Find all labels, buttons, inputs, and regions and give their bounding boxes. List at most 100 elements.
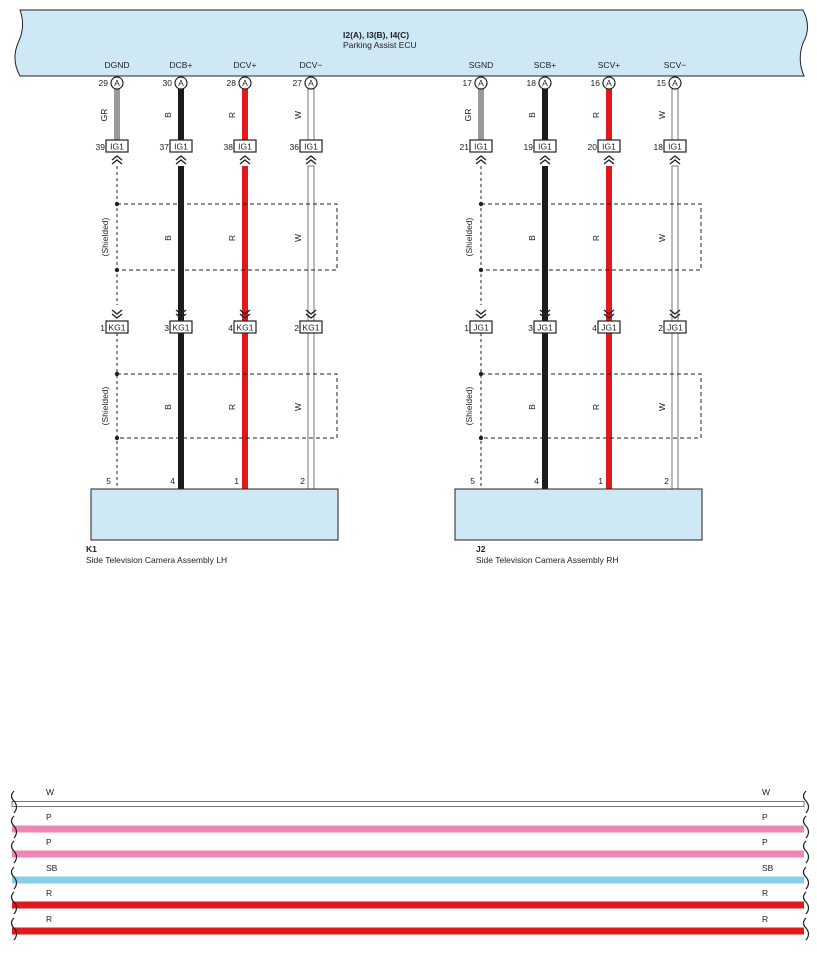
wire-color-mid-lh-3: W (293, 234, 303, 242)
ig-connector-lh-1 (169, 139, 193, 153)
bus-break-left-5 (10, 917, 18, 941)
ig-pin-rh-1: 19 (524, 142, 534, 152)
ecu-connector-letter-lh-0: A (114, 78, 120, 88)
camera-pin-lh-1: 4 (170, 476, 175, 486)
shield-box-rh-1 (481, 373, 702, 439)
ecu-connector-rh-0 (474, 76, 488, 90)
camera-pin-lh-0: 5 (106, 476, 111, 486)
mid-connector-lh-2 (233, 320, 257, 334)
mid-chevron-rh-0 (475, 309, 487, 319)
bus-label-left-0: W (46, 787, 54, 797)
bus-wire-4 (12, 901, 804, 909)
camera-code-rh: J2 (476, 544, 486, 554)
ecu-connector-rh-2 (602, 76, 616, 90)
bus-break-right-5 (802, 917, 810, 941)
mid-pin-rh-3: 2 (658, 323, 663, 333)
signal-label-lh-2: DCV+ (234, 60, 257, 70)
ig-pin-lh-2: 38 (224, 142, 234, 152)
shield-layer: (Shielded)(Shielded)(Shielded)(Shielded) (100, 201, 702, 441)
bus-break-left-0 (10, 790, 18, 814)
ecu-connector-letter-lh-2: A (242, 78, 248, 88)
camera-name-rh: Side Television Camera Assembly RH (476, 555, 619, 565)
bus-break-right-1 (802, 815, 810, 839)
camera-name-lh: Side Television Camera Assembly LH (86, 555, 227, 565)
wire-mid-rh-1 (542, 166, 548, 322)
ig-chevron-rh-2 (603, 155, 615, 165)
mid-pin-rh-0: 1 (464, 323, 469, 333)
mid-pin-lh-3: 2 (294, 323, 299, 333)
mid-pin-lh-1: 3 (164, 323, 169, 333)
wire-mid-lh-3 (307, 165, 315, 323)
mid-pin-rh-2: 4 (592, 323, 597, 333)
wire-bottom-rh-2 (606, 333, 612, 489)
camera-pin-rh-3: 2 (664, 476, 669, 486)
wire-bottom-rh-1 (542, 333, 548, 489)
ig-connector-label-rh-0: IG1 (474, 142, 488, 152)
mid-chevron-lh-1 (175, 309, 187, 319)
shield-dot-top-rh-0 (478, 201, 484, 207)
ig-chevron-rh-0 (475, 155, 487, 165)
signal-label-rh-3: SCV− (664, 60, 686, 70)
signal-label-rh-1: SCB+ (534, 60, 556, 70)
wire-bottom-lh-2 (242, 333, 248, 489)
wire-bottom-rh-3 (671, 332, 679, 490)
ig-connector-label-rh-2: IG1 (602, 142, 616, 152)
mid-connector-lh-1 (169, 320, 193, 334)
shield-dot-bottom-rh-0 (478, 267, 484, 273)
ig-pin-lh-3: 36 (290, 142, 300, 152)
bus-break-right-3 (802, 866, 810, 890)
shield-dot-bottom-lh-0 (114, 267, 120, 273)
shield-dot-bottom-rh-1 (478, 435, 484, 441)
ecu-pin-rh-3: 15 (657, 78, 667, 88)
mid-connector-label-rh-1: JG1 (537, 323, 553, 333)
wire-top-rh-3 (671, 88, 679, 141)
wire-top-rh-1 (542, 89, 548, 140)
ig-pin-rh-3: 18 (654, 142, 664, 152)
ecu-pin-lh-1: 30 (163, 78, 173, 88)
ecu-connector-letter-rh-3: A (672, 78, 678, 88)
wire-top-lh-0 (114, 89, 120, 140)
bus-label-left-3: SB (46, 863, 58, 873)
wire-color-top-rh-3: W (657, 111, 667, 119)
mid-connector-label-lh-2: KG1 (236, 323, 253, 333)
bus-label-left-4: R (46, 888, 52, 898)
ecu-box (14, 9, 808, 77)
bus-label-left-1: P (46, 812, 52, 822)
shield-dot-top-rh-1 (478, 371, 484, 377)
wire-color-top-lh-3: W (293, 111, 303, 119)
wire-mid-rh-2 (606, 166, 612, 322)
ecu-connector-letter-rh-1: A (542, 78, 548, 88)
wire-top-lh-2 (242, 89, 248, 140)
mid-chevron-rh-2 (603, 309, 615, 319)
ecu-pin-lh-2: 28 (227, 78, 237, 88)
wire-top-rh-0 (478, 89, 484, 140)
bus-wire-5 (12, 927, 804, 935)
ecu-pin-rh-1: 18 (527, 78, 537, 88)
camera-pin-rh-0: 5 (470, 476, 475, 486)
ig-connector-label-lh-1: IG1 (174, 142, 188, 152)
wire-color-bottom-lh-1: B (163, 404, 173, 410)
ig-chevron-lh-0 (111, 155, 123, 165)
ecu-pin-lh-0: 29 (99, 78, 109, 88)
mid-connector-label-lh-3: KG1 (302, 323, 319, 333)
mid-chevron-rh-1 (539, 309, 551, 319)
bus-wire-0 (11, 801, 805, 807)
ecu-pin-rh-0: 17 (463, 78, 473, 88)
mid-chevron-lh-3 (305, 309, 317, 319)
ig-chevron-lh-3 (305, 155, 317, 165)
shield-box-rh-0 (481, 203, 702, 271)
wire-color-mid-lh-2: R (227, 235, 237, 241)
mid-chevron-lh-2 (239, 309, 251, 319)
wire-color-mid-rh-2: R (591, 235, 601, 241)
ecu-connector-lh-0 (110, 76, 124, 90)
ig-pin-rh-2: 20 (588, 142, 598, 152)
shielded-label-lh-0: (Shielded) (100, 217, 110, 256)
ecu-code: I2(A), I3(B), I4(C) (343, 30, 409, 40)
wire-layer (114, 88, 679, 490)
wire-bottom-lh-3 (307, 332, 315, 490)
ig-connector-rh-3 (663, 139, 687, 153)
camera-pin-rh-2: 1 (598, 476, 603, 486)
ecu-connector-letter-lh-3: A (308, 78, 314, 88)
wire-top-lh-3 (307, 88, 315, 141)
